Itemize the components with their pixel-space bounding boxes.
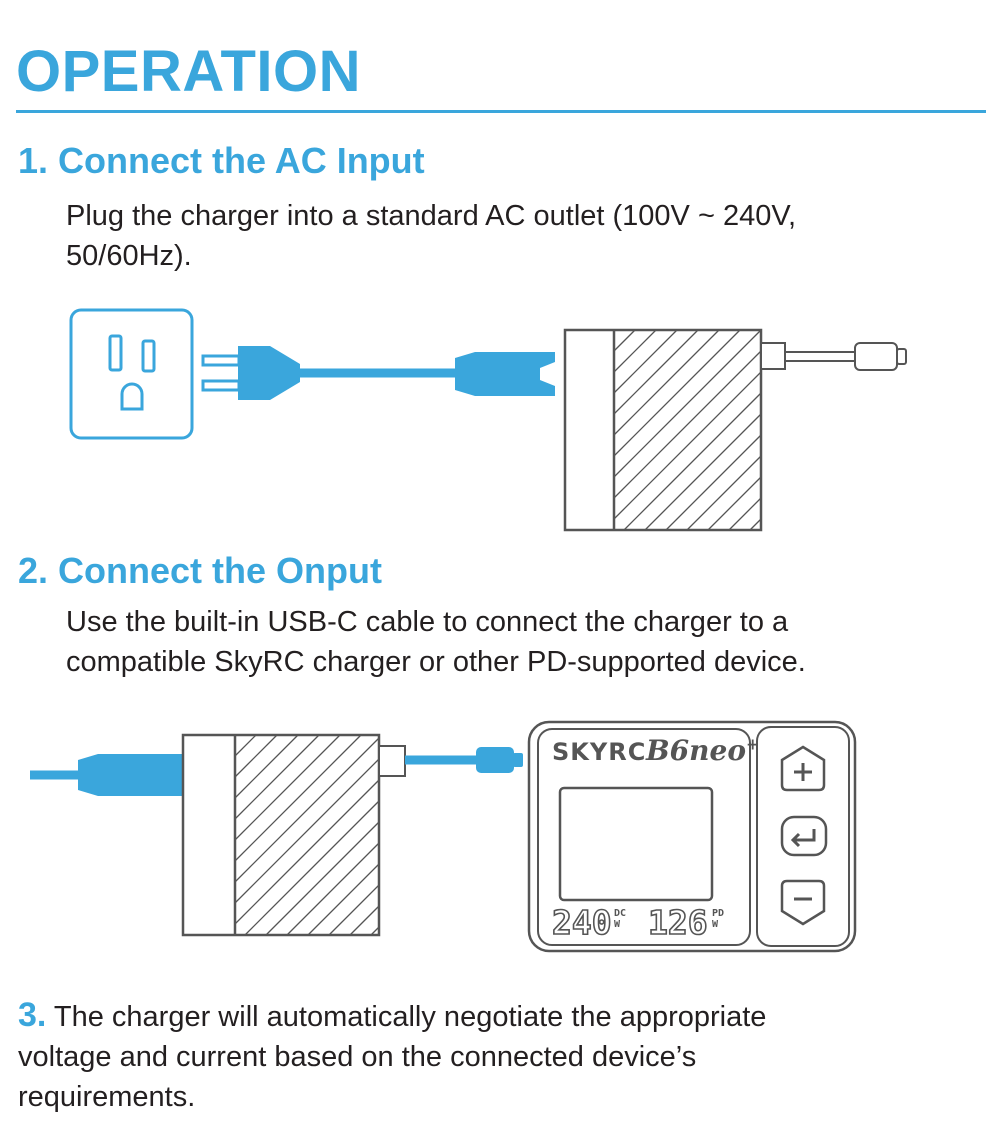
plus-icon	[794, 763, 812, 781]
step-3-line-1: The charger will automatically negotiate…	[46, 1001, 767, 1033]
device-brand: SKYRC	[552, 738, 647, 766]
step-1-line-1: Plug the charger into a standard AC outl…	[66, 200, 797, 232]
dc-label-top: DC	[614, 908, 627, 919]
step-2-heading: 2. Connect the Onput	[18, 550, 382, 591]
pd-label-bottom: W	[712, 919, 719, 930]
wall-outlet-icon	[69, 308, 194, 440]
up-button[interactable]	[780, 745, 826, 792]
step-1-text: Plug the charger into a standard AC outl…	[66, 196, 796, 276]
usb-c-cable-icon	[760, 342, 907, 371]
charger-adapter-2	[181, 733, 381, 937]
b6neo-charger-device	[527, 720, 857, 953]
ac-connector-2-icon	[78, 754, 183, 796]
usb-c-cable-blue-icon	[378, 745, 523, 777]
down-button[interactable]	[780, 879, 826, 926]
charger-adapter-1	[563, 328, 763, 532]
enter-button[interactable]	[780, 815, 828, 857]
device-model-name: B6neo	[646, 734, 746, 767]
step-1-line-2: 50/60Hz).	[66, 240, 192, 272]
device-model-sup: +	[746, 734, 760, 754]
step-3-line-3: requirements.	[18, 1081, 196, 1113]
enter-icon	[790, 829, 816, 848]
pd-label-top: PD	[712, 908, 725, 919]
dc-label-bottom: W	[614, 919, 621, 930]
dc-power-value: 240	[551, 902, 612, 943]
step-3-text: 3. The charger will automatically negoti…	[18, 995, 766, 1117]
page-title: OPERATION	[16, 39, 361, 104]
pd-power-value: 126	[647, 902, 708, 943]
step-1-heading: 1. Connect the AC Input	[18, 140, 425, 181]
step-3-number: 3.	[18, 996, 47, 1034]
step-2-text: Use the built-in USB-C cable to connect …	[66, 602, 806, 682]
title-rule	[16, 110, 986, 113]
step-2-line-2: compatible SkyRC charger or other PD-sup…	[66, 646, 806, 678]
ac-connector-icon	[455, 352, 555, 396]
device-model: B6neo+	[646, 734, 759, 767]
ac-plug-icon	[201, 346, 300, 400]
step-3-line-2: voltage and current based on the connect…	[18, 1041, 697, 1073]
step-2-line-1: Use the built-in USB-C cable to connect …	[66, 606, 789, 638]
